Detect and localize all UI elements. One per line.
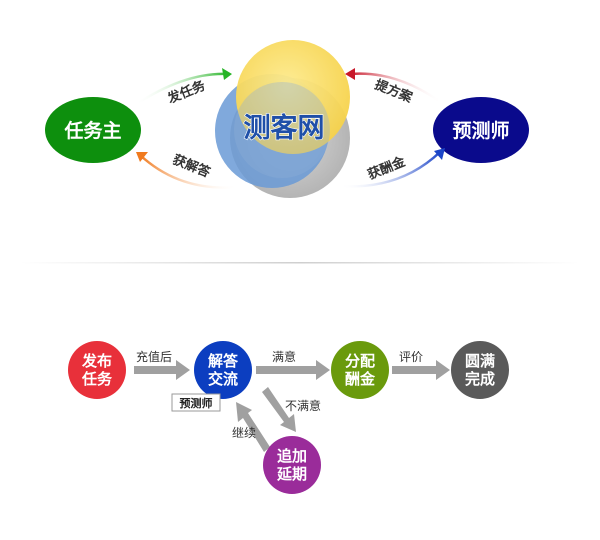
step-allocate-circle bbox=[331, 341, 389, 399]
step-extend-line2: 延期 bbox=[276, 465, 307, 483]
top-cycle-diagram: 测客网 任务主 预测师 发任务 获解答 提方案 获酬金 bbox=[45, 40, 529, 198]
center-circle-overlap bbox=[234, 82, 330, 178]
step-publish-circle bbox=[68, 341, 126, 399]
step-extend-deadline[interactable]: 追加 延期 bbox=[263, 436, 321, 494]
predictor-tag-box bbox=[171, 393, 221, 412]
step-publish-task[interactable]: 发布 任务 bbox=[68, 341, 126, 399]
label-get-reward: 获酬金 bbox=[365, 153, 408, 183]
step-answer-line1: 解答 bbox=[208, 352, 239, 370]
step-complete-circle bbox=[451, 341, 509, 399]
label-evaluate: 评价 bbox=[399, 350, 423, 364]
section-divider bbox=[20, 262, 580, 264]
flow-arrow-extend-to-answer bbox=[236, 402, 270, 452]
center-label: 测客网 bbox=[244, 112, 325, 144]
step-complete[interactable]: 圆满 完成 bbox=[451, 341, 509, 399]
flow-diagram: 发布 任务 解答 交流 分配 酬金 圆满 完成 追加 延期 预测师 充值后 满意 bbox=[68, 341, 509, 494]
step-complete-line2: 完成 bbox=[465, 370, 495, 388]
step-extend-line1: 追加 bbox=[277, 447, 307, 465]
arrow-get-answer bbox=[139, 154, 239, 189]
arrow-publish-task bbox=[134, 72, 229, 107]
step-allocate-line2: 酬金 bbox=[345, 370, 376, 388]
predictor-tag-label: 预测师 bbox=[180, 396, 213, 410]
label-recharge: 充值后 bbox=[136, 349, 172, 364]
arrow-get-reward-head bbox=[434, 148, 445, 160]
label-get-answer: 获解答 bbox=[170, 152, 213, 182]
step-extend-circle bbox=[263, 436, 321, 494]
left-node-label: 任务主 bbox=[63, 119, 121, 142]
step-complete-line1: 圆满 bbox=[465, 352, 495, 370]
step-answer-line2: 交流 bbox=[208, 370, 238, 388]
label-continue: 继续 bbox=[232, 426, 256, 440]
flow-arrow-allocate-to-complete bbox=[392, 360, 450, 380]
arrow-get-answer-head bbox=[136, 152, 148, 162]
arrow-get-reward bbox=[339, 151, 441, 188]
label-propose-plan: 提方案 bbox=[372, 77, 415, 107]
step-answer-circle bbox=[194, 341, 252, 399]
arrow-propose-plan bbox=[349, 72, 443, 105]
left-node-task-owner[interactable] bbox=[45, 97, 141, 163]
right-node-label: 预测师 bbox=[452, 120, 509, 142]
step-allocate-line1: 分配 bbox=[345, 352, 375, 370]
label-satisfied: 满意 bbox=[272, 349, 296, 364]
step-allocate-reward[interactable]: 分配 酬金 bbox=[331, 341, 389, 399]
arrow-publish-task-head bbox=[222, 68, 232, 80]
label-publish-task: 发任务 bbox=[164, 77, 208, 107]
step-answer-exchange[interactable]: 解答 交流 bbox=[194, 341, 252, 399]
flow-arrow-publish-to-answer bbox=[134, 360, 190, 380]
flow-arrow-answer-to-allocate bbox=[256, 360, 330, 380]
arrow-propose-plan-head bbox=[345, 68, 355, 80]
center-circle-yellow bbox=[236, 40, 350, 154]
step-publish-line2: 任务 bbox=[81, 370, 113, 388]
step-publish-line1: 发布 bbox=[81, 352, 112, 370]
flow-arrow-answer-to-extend bbox=[262, 387, 296, 432]
right-node-predictor[interactable] bbox=[433, 97, 529, 163]
label-unsatisfied: 不满意 bbox=[285, 398, 321, 413]
